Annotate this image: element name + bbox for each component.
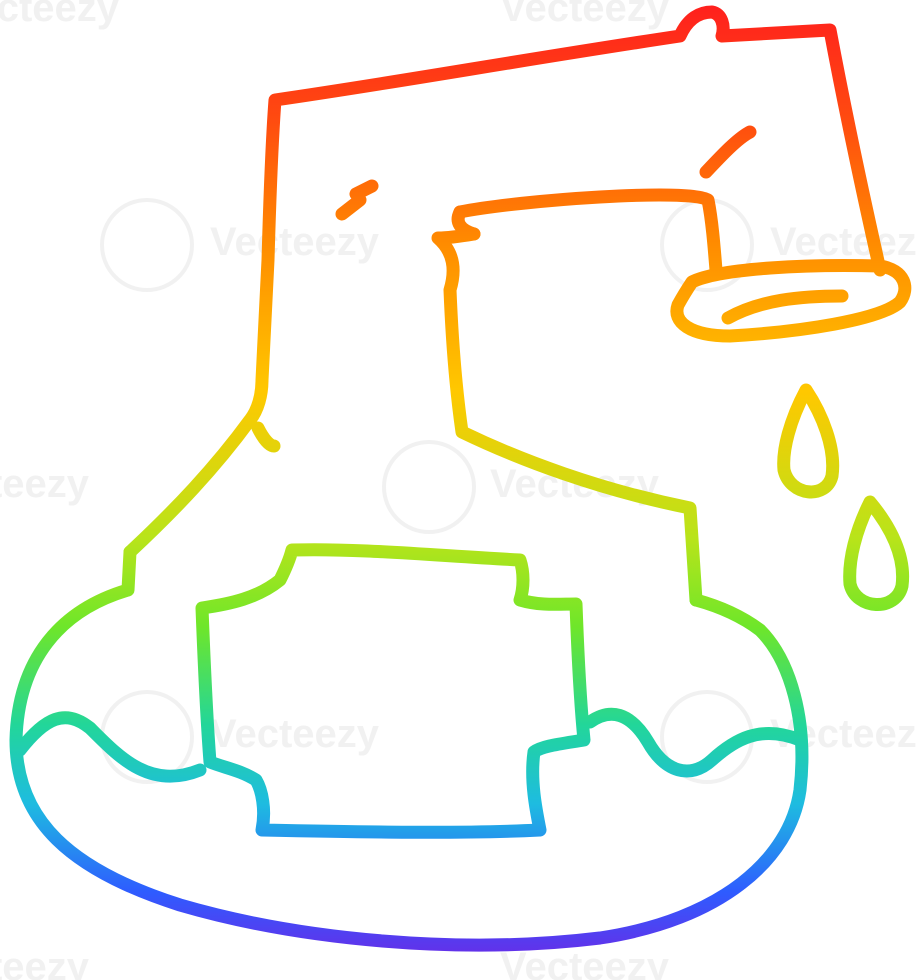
- faucet-spout-underside: [453, 188, 723, 277]
- faucet-nozzle-opening: [721, 289, 849, 325]
- faucet-shine-marks: [335, 179, 379, 221]
- faucet-elbow-bump: [251, 421, 281, 453]
- faucet-nozzle-ring: [670, 259, 912, 343]
- sink-bowl-outline: [9, 545, 809, 952]
- faucet-pipe-outline: [123, 5, 887, 559]
- water-surface: [13, 707, 807, 783]
- water-drop-lower: [843, 495, 910, 611]
- sink-drain-plug: [195, 543, 591, 839]
- water-drop-upper: [777, 383, 840, 499]
- faucet-pipe-inner: [431, 227, 703, 607]
